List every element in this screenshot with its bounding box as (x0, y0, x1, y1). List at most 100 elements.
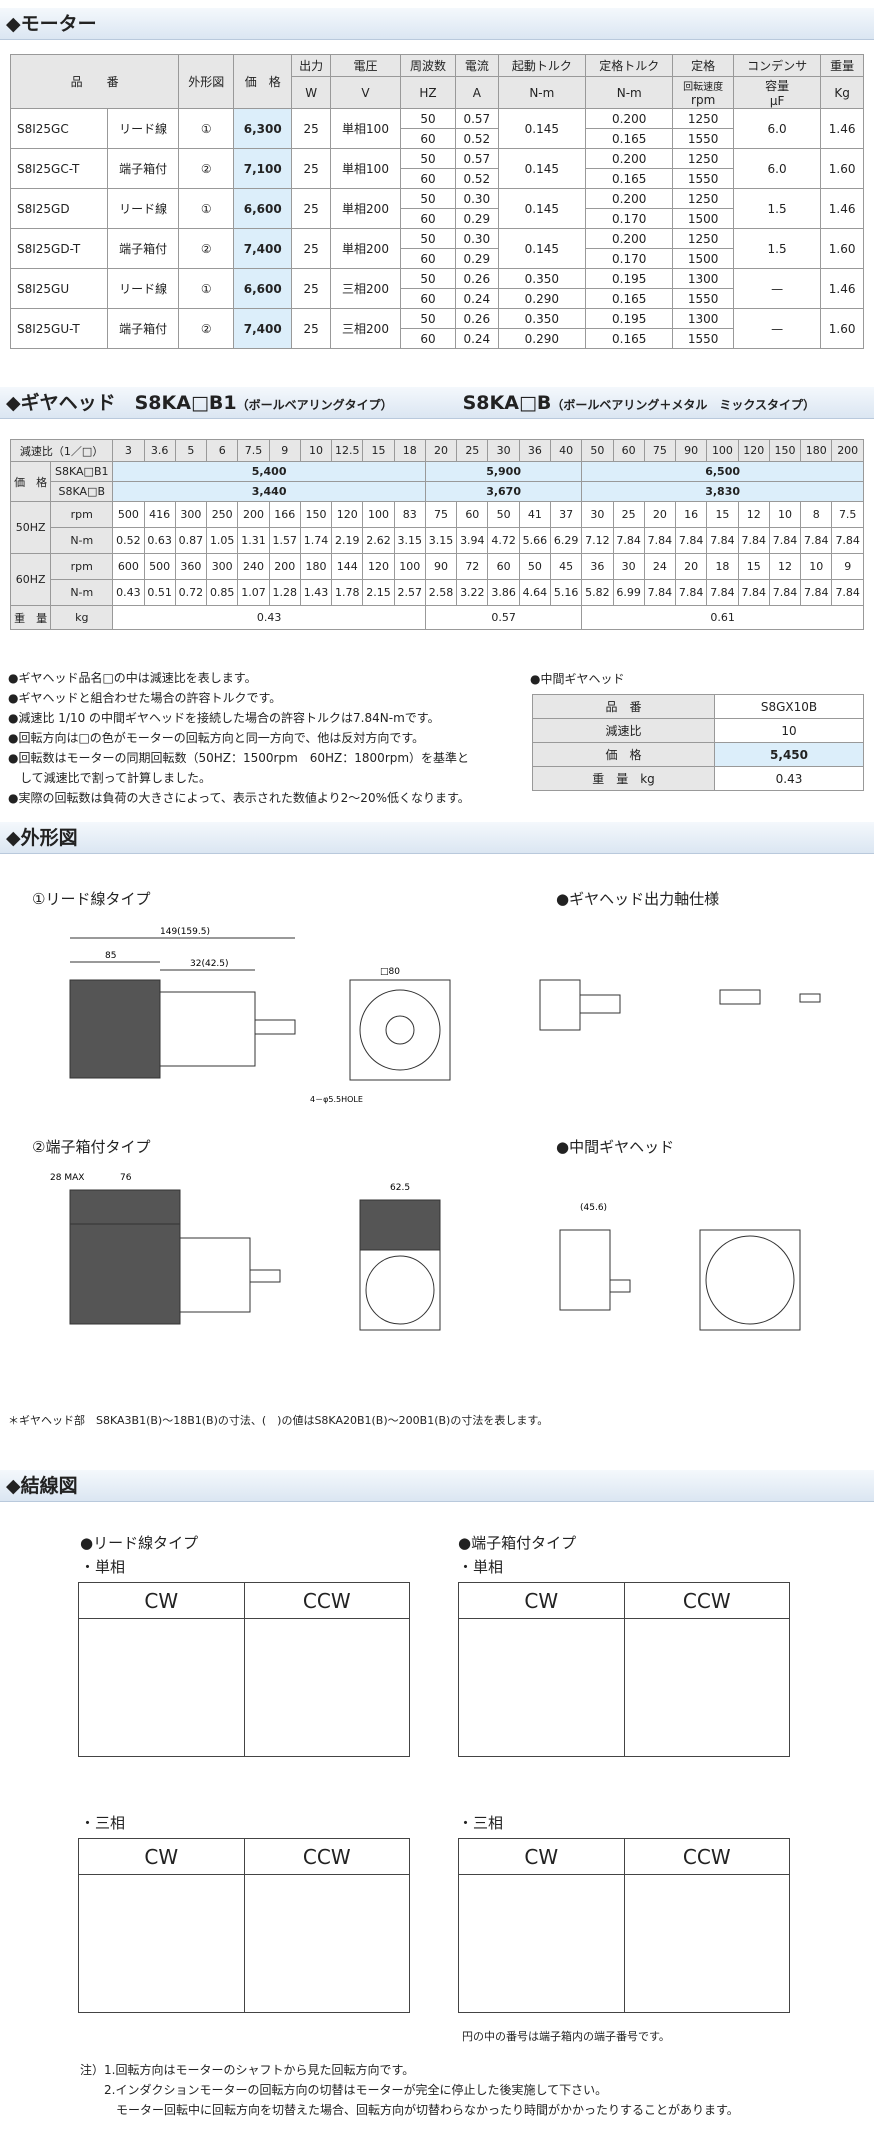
output: 25 (291, 228, 332, 269)
dim-square: □80 (380, 967, 400, 977)
rpm-value: 20 (643, 501, 677, 528)
ratio: 50 (581, 439, 614, 462)
ratio: 7.5 (237, 439, 270, 462)
torque-value: 7.84 (612, 527, 645, 554)
unit-voltage: V (330, 76, 401, 109)
note-line: モーター回転中に回転方向を切替えた場合、回転方向が切替わらなかったり時間がかかっ… (80, 2103, 739, 2117)
hdr-speed2: 回転速度 (683, 82, 724, 93)
outline: ② (178, 228, 235, 269)
torque-value: 5.66 (518, 527, 551, 554)
rated-torque: 0.170 (585, 208, 674, 229)
torque-value: 1.43 (299, 579, 333, 606)
price: 6,300 (233, 108, 293, 149)
unit-rated_torque: N-m (585, 76, 674, 109)
rpm-value: 15 (737, 553, 770, 580)
rpm: 1500 (672, 208, 734, 229)
torque-value: 0.51 (143, 579, 176, 606)
current: 0.29 (455, 208, 499, 229)
ratio: 120 (737, 439, 770, 462)
ratio: 40 (549, 439, 583, 462)
torque-value: 5.16 (549, 579, 583, 606)
mid-value: 10 (714, 718, 864, 743)
dim-motor: 85 (105, 951, 116, 961)
torque-value: 7.84 (831, 579, 864, 606)
freq: 60 (399, 248, 457, 269)
freq: 60 (399, 168, 457, 189)
dim-midlen: (45.6) (580, 1203, 607, 1213)
outline-lead-title: ①リード線タイプ (32, 890, 151, 908)
wiring-footnote: 円の中の番号は端子箱内の端子番号です。 (462, 2030, 670, 2043)
rpm: 1250 (672, 228, 734, 249)
ratio-label: 減速比（1／□） (9, 439, 114, 462)
note-line: 2.インダクションモーターの回転方向の切替はモーターが完全に停止した後実施して下… (80, 2083, 608, 2097)
output: 25 (291, 188, 332, 229)
outline-section-title: ◆外形図 (0, 822, 874, 854)
b1-label: S8KA□B1 (50, 461, 114, 482)
rpm: 1500 (672, 248, 734, 269)
type: リード線 (106, 108, 180, 149)
rpm: 1550 (672, 328, 734, 349)
rpm-value: 12 (737, 501, 770, 528)
freq: 60 (399, 128, 457, 149)
torque-value: 3.15 (424, 527, 458, 554)
current: 0.24 (455, 328, 499, 349)
output: 25 (291, 268, 332, 309)
torque-value: 3.22 (456, 579, 489, 606)
rpm-value: 50 (487, 501, 520, 528)
weight-label: 重 量 (9, 605, 52, 630)
outline: ① (178, 188, 235, 229)
rpm-value: 72 (456, 553, 489, 580)
rpm-value: 100 (362, 501, 395, 528)
rated-torque: 0.170 (585, 248, 674, 269)
mid-gear-drawing: (45.6) (559, 1203, 801, 1331)
mid-label: 減速比 (531, 718, 716, 743)
freq: 50 (399, 148, 457, 169)
b1-price: 5,900 (424, 461, 583, 482)
motor-section-title: ◆モーター (0, 8, 874, 40)
torque-value: 3.15 (393, 527, 426, 554)
rpm-value: 10 (800, 553, 833, 580)
weight: 1.46 (820, 268, 864, 309)
rpm-label: rpm (50, 553, 114, 580)
note-line: して減速比で割って計算しました。 (8, 771, 212, 785)
part-number: S8I25GD-T (10, 228, 108, 269)
mid-gear-title: ●中間ギヤヘッド (530, 672, 625, 686)
hdr-freq: 周波数 (399, 54, 457, 77)
rated-torque: 0.200 (585, 188, 674, 209)
torque-value: 7.84 (706, 527, 739, 554)
freq: 50 (399, 228, 457, 249)
torque-value: 0.63 (143, 527, 176, 554)
b-label: S8KA□B (50, 481, 114, 502)
ratio: 20 (424, 439, 458, 462)
start-torque: 0.350 (497, 268, 587, 289)
note-line: ●ギヤヘッド品名□の中は減速比を表します。 (8, 671, 257, 685)
weight-value: 0.61 (581, 605, 864, 630)
rpm-value: 15 (706, 501, 739, 528)
dim-hole: 4－φ5.5HOLE (310, 1095, 363, 1104)
ratio: 10 (299, 439, 333, 462)
freq: 50 (399, 108, 457, 129)
nm-label: N-m (50, 527, 114, 554)
note-line: ●ギヤヘッドと組合わせた場合の許容トルクです。 (8, 691, 282, 705)
rpm-value: 200 (237, 501, 270, 528)
rpm-value: 25 (612, 501, 645, 528)
note-line: ●減速比 1/10 の中間ギヤヘッドを接続した場合の許容トルクは7.84N-mで… (8, 711, 440, 725)
b-price: 3,670 (424, 481, 583, 502)
rated-torque: 0.195 (585, 268, 674, 289)
hdr-start_torque: 起動トルク (497, 54, 587, 77)
rpm-value: 360 (174, 553, 208, 580)
rpm-value: 120 (362, 553, 395, 580)
terminal-type-drawing: 28 MAX 76 62.5 (50, 1173, 441, 1331)
torque-value: 7.84 (643, 579, 677, 606)
